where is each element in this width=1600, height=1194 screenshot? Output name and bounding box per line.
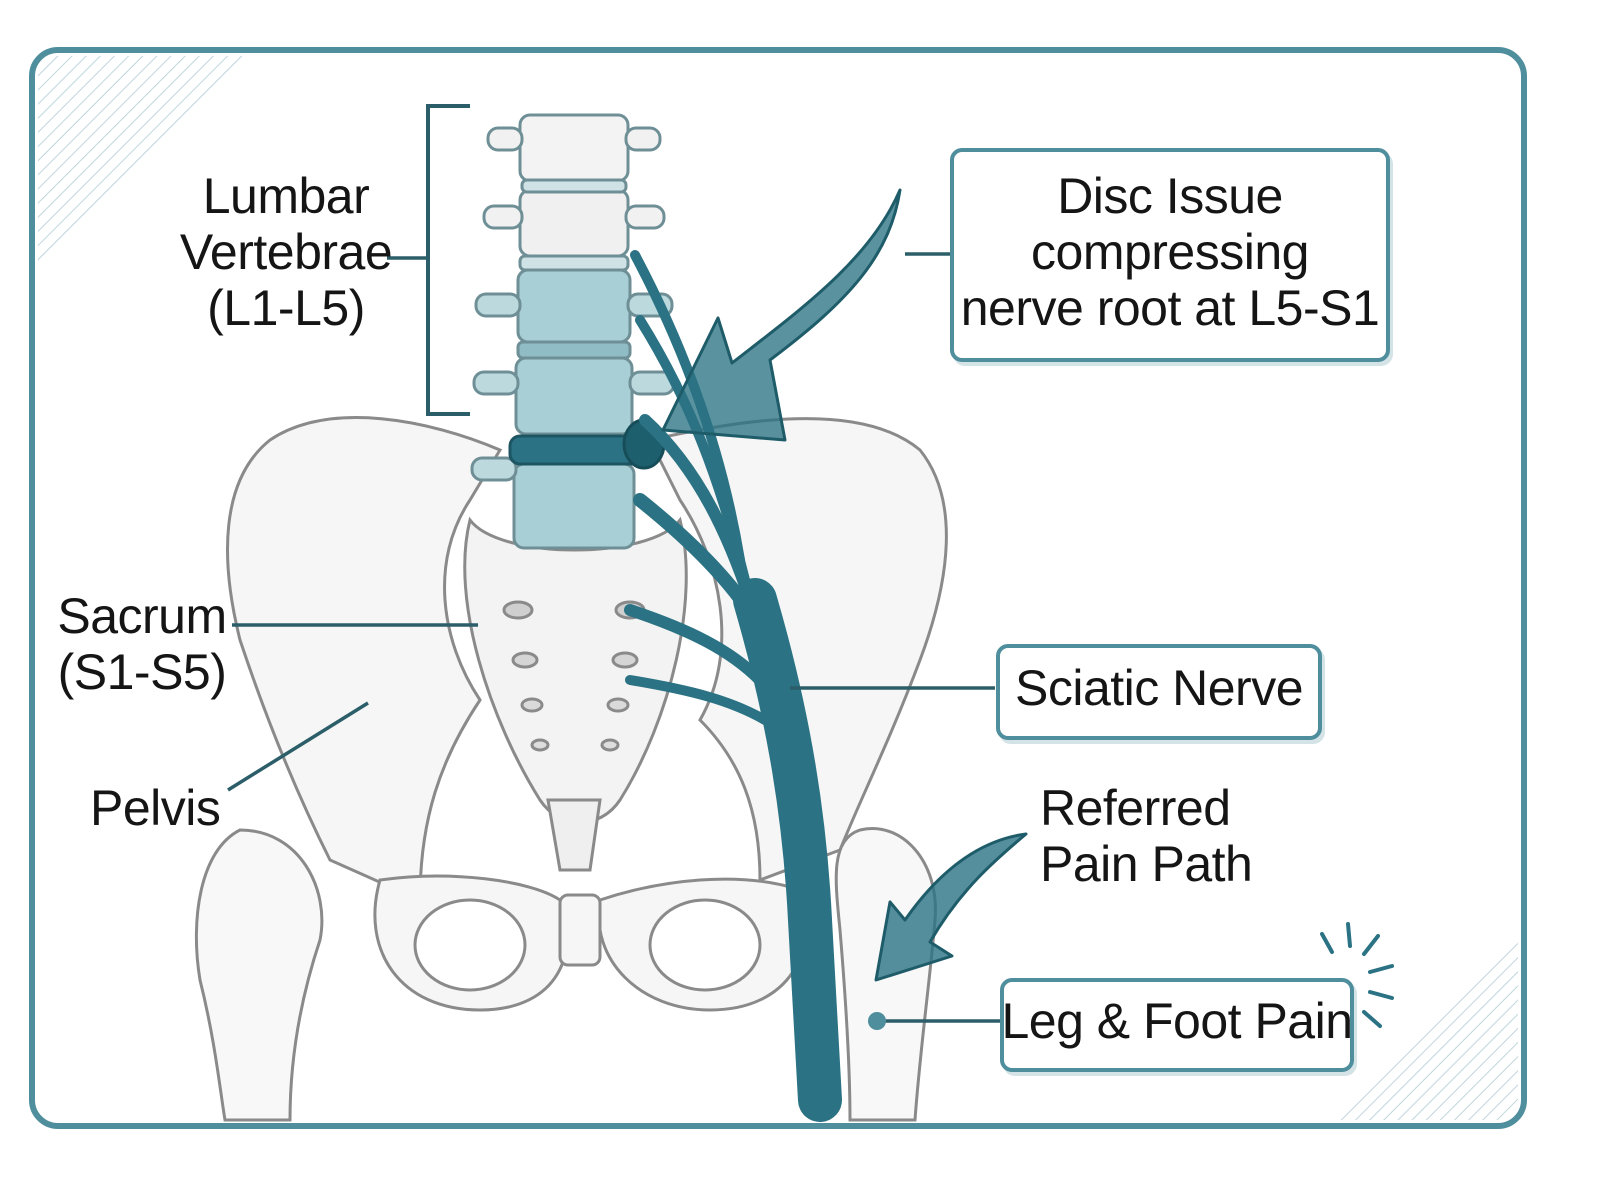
disc-pointer-arrow-icon <box>661 188 902 442</box>
referred-line-2: Pain Path <box>1040 836 1253 892</box>
sacrum-line-1: Sacrum <box>57 588 227 644</box>
lumbar-line-3: (L1-L5) <box>207 280 365 336</box>
pelvis-text: Pelvis <box>90 780 221 836</box>
lumbar-spine-drawing <box>470 113 676 550</box>
lumbar-vertebrae-label: Lumbar Vertebrae (L1-L5) <box>168 168 404 336</box>
sciatic-nerve-label: Sciatic Nerve <box>996 660 1322 716</box>
sciatic-nerve-box <box>996 644 1322 740</box>
leg-pain-dot <box>868 1012 886 1030</box>
leg-pain-label: Leg & Foot Pain <box>1000 993 1354 1049</box>
sacrum-line-2: (S1-S5) <box>57 644 227 700</box>
leader-lines <box>227 252 1000 1023</box>
referred-line-1: Referred <box>1040 780 1231 836</box>
sacrum-label: Sacrum (S1-S5) <box>52 588 232 700</box>
lumbar-line-2: Vertebrae <box>179 224 393 280</box>
lumbar-line-1: Lumbar <box>202 168 370 224</box>
pelvis-drawing <box>226 416 948 1012</box>
disc-issue-line-2: compressing <box>1031 224 1309 280</box>
sciatic-nerve <box>624 250 842 1122</box>
lumbar-bracket <box>426 104 470 416</box>
frame-hatch-top-left <box>38 56 250 268</box>
leg-pain-text: Leg & Foot Pain <box>1001 993 1353 1049</box>
referred-pain-arrow-icon <box>874 832 1028 982</box>
frame-hatch-bottom-right <box>1340 942 1518 1120</box>
referred-pain-label: Referred Pain Path <box>1040 780 1253 892</box>
leg-pain-box <box>1000 978 1354 1072</box>
disc-issue-line-3: nerve root at L5-S1 <box>960 280 1380 336</box>
pelvis-label: Pelvis <box>90 780 221 836</box>
pain-burst-icon <box>1320 922 1394 1028</box>
disc-issue-box <box>950 148 1390 362</box>
outer-frame <box>29 47 1527 1129</box>
disc-issue-line-1: Disc Issue <box>1057 168 1283 224</box>
disc-issue-label: Disc Issue compressing nerve root at L5-… <box>950 168 1390 336</box>
sacrum-drawing <box>463 516 688 872</box>
sciatic-text: Sciatic Nerve <box>1014 660 1304 716</box>
